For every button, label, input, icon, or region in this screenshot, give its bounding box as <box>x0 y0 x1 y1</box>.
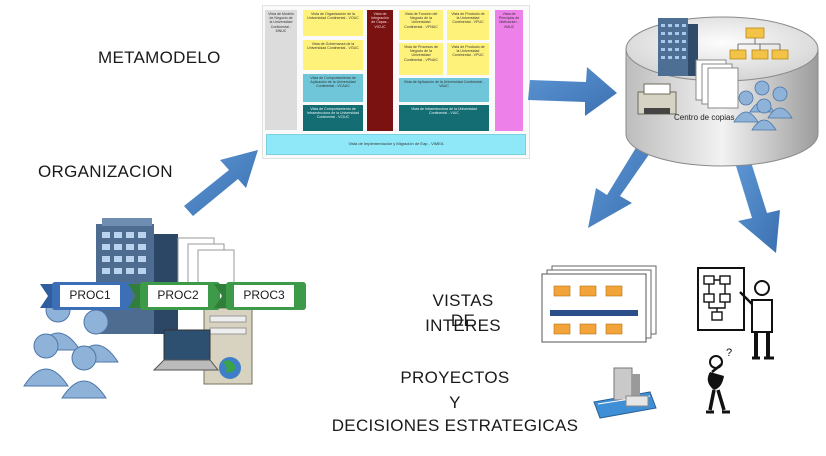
arrow-down-right <box>736 162 780 253</box>
mm-box-vicuc: Vista de Integración de Capas - VICUC <box>367 10 393 131</box>
database-cylinder-icon: Centro de copias <box>625 16 819 167</box>
tag-ribbon-icon <box>214 282 306 310</box>
tag-ribbon-icon <box>128 282 220 310</box>
metamodel-diagram: Vista de Modelo de Negocio de la Univers… <box>263 6 529 158</box>
org-chart-icon <box>729 27 789 60</box>
arrow-up-right <box>184 150 258 216</box>
mm-box-vmuc: Vista de Principios de Motivación - VMUC <box>495 10 523 131</box>
mm-box-vauc: Vista de Aplicación de la Universidad Co… <box>399 78 489 102</box>
timeline-diagram-icon <box>541 265 657 343</box>
people-icon <box>733 80 793 131</box>
proyectos-label-1: PROYECTOS <box>400 368 510 387</box>
svg-text:?: ? <box>726 347 732 359</box>
mm-box-vfnuc: Vista de Función del Negocio de la Unive… <box>399 10 443 40</box>
organizacion-label: ORGANIZACION <box>38 162 173 181</box>
proyectos-label-2: Y <box>449 393 461 412</box>
computer-icon <box>152 329 220 371</box>
metamodelo-label: METAMODELO <box>98 48 221 67</box>
mm-box-mnuc: Vista de Modelo de Negocio de la Univers… <box>265 10 297 130</box>
printer-icon <box>637 83 677 115</box>
blueprint-icon <box>593 367 657 419</box>
flowchart-presenter-icon <box>697 267 774 360</box>
documents-icon <box>695 59 739 109</box>
mm-box-vpuc-1: Vista de Producto de la Universidad Cont… <box>447 10 489 40</box>
tag-ribbon-icon <box>40 282 132 310</box>
mm-box-vouc: Vista de Organización de la Universidad … <box>303 10 363 36</box>
mm-box-vimea: Vista de Implementación y Migración de E… <box>266 134 526 155</box>
vistas-label-2: INTERES <box>425 316 501 335</box>
centro-copias-label: Centro de copias <box>674 113 734 122</box>
mm-box-vcauc: Vista de Comportamiento de Aplicación de… <box>303 74 363 102</box>
mm-box-vguc: Vista de Gobernanza de la Universidad Co… <box>303 40 363 70</box>
organization-illustration <box>23 218 253 399</box>
arrow-right <box>528 67 617 116</box>
arrow-down-left <box>588 146 650 228</box>
building-icon <box>96 218 178 334</box>
process-label: PROC3 <box>243 288 285 302</box>
process-tag-1: PROC1 <box>40 282 136 310</box>
process-label: PROC1 <box>69 288 111 302</box>
proyectos-label-3: DECISIONES ESTRATEGICAS <box>331 416 579 435</box>
vistas-label-1: VISTAS DE <box>432 291 494 330</box>
mm-box-viuc: Vista de Infraestructura de la Universid… <box>399 105 489 131</box>
mm-box-vciuc: Vista de Comportamiento de Infraestructu… <box>303 105 363 131</box>
thinking-person-icon: ? <box>706 347 732 414</box>
mm-box-vpuc-2: Vista de Producto de la Universidad Cont… <box>447 43 489 75</box>
process-tag-3: PROC3 <box>214 282 310 310</box>
mm-box-vpnuc: Vista de Procesos de Negocio de la Unive… <box>399 43 443 75</box>
globe-icon <box>219 357 241 379</box>
process-label: PROC2 <box>157 288 199 302</box>
people-icon <box>23 297 119 399</box>
process-tag-2: PROC2 <box>128 282 224 310</box>
building-icon <box>658 18 698 76</box>
